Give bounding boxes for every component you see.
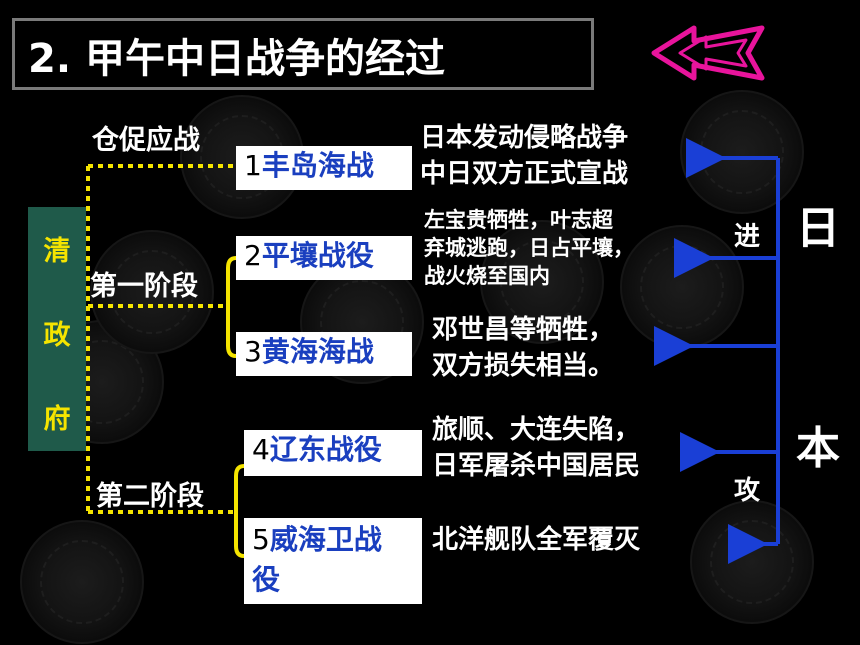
description-5: 北洋舰队全军覆灭	[432, 522, 640, 558]
double-left-arrow-icon[interactable]	[650, 22, 770, 84]
battle-box-4: 4辽东战役	[244, 430, 422, 476]
battle-box-2: 2平壤战役	[236, 236, 412, 280]
description-line: 战火烧至国内	[424, 264, 550, 288]
description-line: 日本发动侵略战争	[420, 123, 629, 153]
qing-char: 清	[43, 236, 71, 267]
label-stage-one: 第一阶段	[90, 271, 198, 302]
qing-char: 府	[43, 404, 71, 435]
description-1: 日本发动侵略战争 中日双方正式宣战	[420, 120, 628, 192]
description-line: 左宝贵牺牲，叶志超	[424, 208, 613, 232]
battle-name: 丰岛海战	[261, 149, 374, 182]
attack-char-gong: 攻	[734, 476, 761, 506]
battle-number: 3	[244, 335, 262, 368]
battle-name: 役	[252, 563, 281, 596]
description-2: 左宝贵牺牲，叶志超 弃城逃跑，日占平壤， 战火烧至国内	[424, 206, 634, 290]
japan-char-ben: 本	[796, 423, 840, 474]
description-line: 双方损失相当。	[432, 351, 615, 381]
description-line: 中日双方正式宣战	[420, 159, 629, 189]
description-line: 旅顺、大连失陷，	[432, 415, 641, 445]
battle-box-5: 5威海卫战 役	[244, 518, 422, 604]
battle-name: 辽东战役	[269, 433, 382, 466]
battle-number: 1	[244, 149, 262, 182]
seal-watermark	[90, 230, 214, 354]
page-title: 2. 甲午中日战争的经过	[28, 36, 445, 82]
qing-char: 政	[43, 320, 71, 351]
description-line: 日军屠杀中国居民	[432, 451, 641, 481]
label-stage-two: 第二阶段	[96, 481, 204, 512]
battle-name: 威海卫战	[269, 523, 382, 556]
description-4: 旅顺、大连失陷， 日军屠杀中国居民	[432, 412, 640, 484]
label-hasty-response: 仓促应战	[92, 125, 200, 156]
attack-char-jin: 进	[734, 222, 761, 252]
battle-name: 平壤战役	[261, 239, 374, 272]
title-frame	[12, 18, 594, 90]
description-line: 弃城逃跑，日占平壤，	[424, 236, 634, 260]
battle-box-1: 1丰岛海战	[236, 146, 412, 190]
seal-watermark	[20, 520, 144, 644]
seal-watermark	[480, 220, 604, 344]
battle-number: 5	[252, 523, 270, 556]
battle-number: 2	[244, 239, 262, 272]
battle-number: 4	[252, 433, 270, 466]
description-3: 邓世昌等牺牲， 双方损失相当。	[432, 312, 614, 384]
japan-char-ri: 日	[796, 203, 840, 254]
description-line: 邓世昌等牺牲，	[432, 315, 615, 345]
qing-government-box: 清 政 府	[28, 207, 86, 451]
battle-name: 黄海海战	[261, 335, 374, 368]
battle-box-3: 3黄海海战	[236, 332, 412, 376]
description-line: 北洋舰队全军覆灭	[432, 525, 641, 555]
